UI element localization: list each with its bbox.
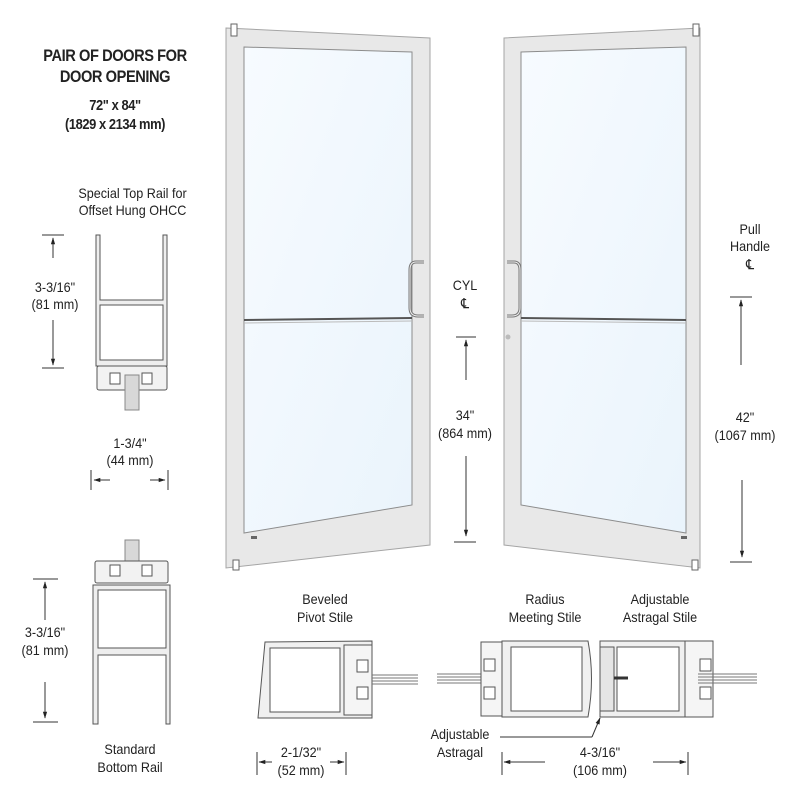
cyl-dimension-line xyxy=(454,336,476,543)
bottom-rail-height-in: 3-3/16" xyxy=(24,624,66,640)
top-rail-label-line2: Offset Hung OHCC xyxy=(78,202,187,218)
astragal-stile-width-mm: (106 mm) xyxy=(573,762,627,778)
bottom-rail-section xyxy=(92,539,171,725)
bottom-rail-label-line1: Standard xyxy=(104,741,156,757)
meeting-stile-label-line1: Radius xyxy=(525,591,565,607)
bottom-rail-height-dim xyxy=(33,578,58,723)
title-line1: PAIR OF DOORS FOR xyxy=(43,46,187,65)
cyl-height-in: 34" xyxy=(455,407,475,423)
astragal-stile-label-line1: Adjustable xyxy=(630,591,690,607)
top-rail-height-mm: (81 mm) xyxy=(31,296,79,312)
pull-dimension-line xyxy=(730,296,752,563)
cyl-centerline-symbol: ℄ xyxy=(460,295,470,311)
bottom-rail-height-mm: (81 mm) xyxy=(21,642,69,658)
pivot-stile-section xyxy=(257,640,418,719)
size-mm: (1829 x 2134 mm) xyxy=(65,116,165,133)
pull-height-in: 42" xyxy=(735,409,755,425)
pull-handle-label-line1: Pull xyxy=(739,221,761,237)
top-rail-section xyxy=(95,234,168,411)
title-line2: DOOR OPENING xyxy=(59,67,171,86)
pivot-stile-label-line1: Beveled xyxy=(302,591,348,607)
pull-height-mm: (1067 mm) xyxy=(714,427,776,443)
pull-handle-centerline-symbol: ℄ xyxy=(745,256,755,272)
astragal-stile-label-line2: Astragal Stile xyxy=(622,609,698,625)
meeting-stile-label-line2: Meeting Stile xyxy=(508,609,582,625)
top-rail-width-dim xyxy=(90,470,169,490)
pivot-stile-width-mm: (52 mm) xyxy=(277,762,325,778)
astragal-leader-and-width-dim xyxy=(500,717,689,775)
bottom-rail-label-line2: Bottom Rail xyxy=(97,759,163,775)
astragal-label-line1: Adjustable xyxy=(430,726,490,742)
pull-handle-label-line2: Handle xyxy=(730,238,770,254)
meeting-stile-section xyxy=(437,640,757,718)
top-rail-label-line1: Special Top Rail for xyxy=(78,185,187,201)
pivot-stile-label-line2: Pivot Stile xyxy=(296,609,354,625)
cyl-height-mm: (864 mm) xyxy=(438,425,492,441)
astragal-stile-width-in: 4-3/16" xyxy=(579,744,621,760)
right-door xyxy=(503,23,701,571)
size-inches: 72" x 84" xyxy=(89,97,141,114)
top-rail-width-mm: (44 mm) xyxy=(106,452,154,468)
top-rail-height-dim xyxy=(42,234,64,369)
left-door xyxy=(225,23,431,571)
cyl-label: CYL xyxy=(452,277,478,293)
top-rail-height-in: 3-3/16" xyxy=(34,279,76,295)
pivot-stile-width-in: 2-1/32" xyxy=(280,744,322,760)
astragal-label-line2: Astragal xyxy=(436,744,484,760)
top-rail-width-in: 1-3/4" xyxy=(113,435,147,451)
pivot-stile-width-dim xyxy=(256,752,347,775)
